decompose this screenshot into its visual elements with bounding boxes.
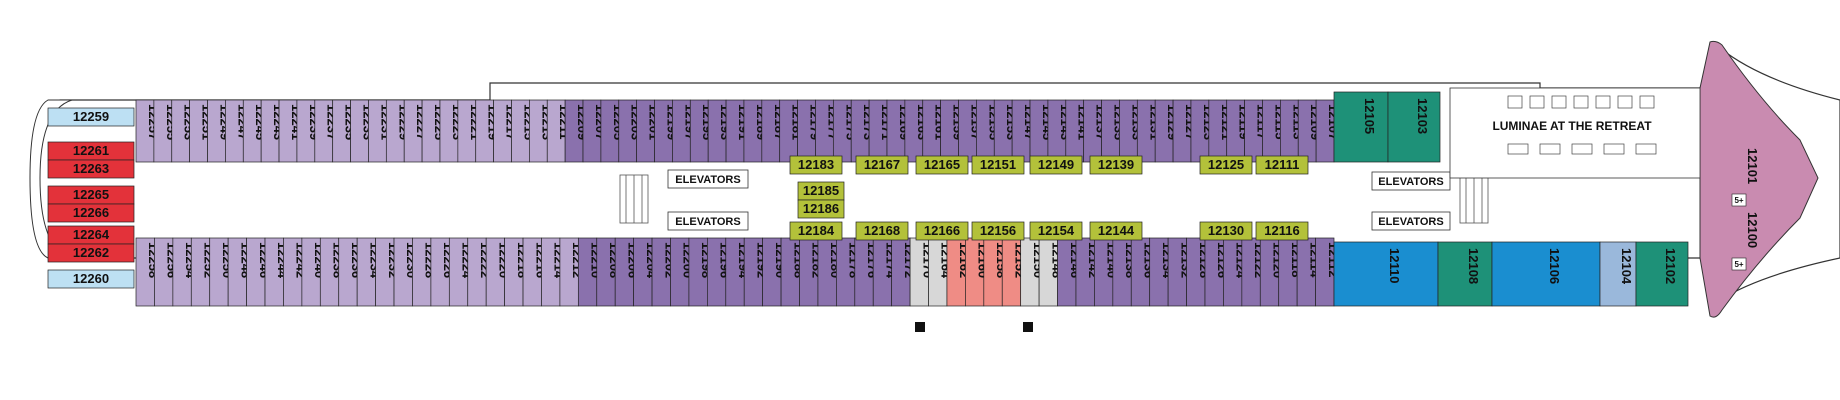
suite[interactable]: 12103: [1387, 91, 1441, 163]
stairs-icon: [619, 174, 649, 224]
inner-cabin[interactable]: 12111: [1255, 155, 1309, 175]
venue-label: LUMINAE AT THE RETREAT: [1492, 119, 1652, 133]
stern-cabin[interactable]: 12263: [47, 159, 135, 179]
elevator-bank-fwd-top: ELEVATORS: [1371, 171, 1451, 191]
inner-cabin[interactable]: 12151: [971, 155, 1025, 175]
cabin-bottom[interactable]: 12200: [670, 237, 696, 307]
suite-number: 12101: [1745, 148, 1760, 184]
elevator-label: ELEVATORS: [1378, 176, 1443, 188]
stern-cabin[interactable]: 12260: [47, 269, 135, 289]
stern-cabin[interactable]: 12265: [47, 185, 135, 205]
inner-cabin[interactable]: 12183: [789, 155, 843, 175]
inner-cabin[interactable]: 12165: [915, 155, 969, 175]
stern-cabin[interactable]: 12264: [47, 225, 135, 245]
suite-number: 12102: [1663, 248, 1678, 284]
elevator-bank-fwd-bottom: ELEVATORS: [1371, 211, 1451, 231]
elevator-bank-aft-bottom: ELEVATORS: [667, 211, 749, 231]
cabin-bottom[interactable]: 12190: [762, 237, 788, 307]
suite-badge: 5+: [1734, 260, 1743, 269]
cabin-number: 12185: [803, 183, 839, 198]
cabin-number: 12149: [1038, 157, 1074, 172]
cabin-number: 12266: [73, 205, 109, 220]
cabin-number: 12167: [864, 157, 900, 172]
cabin-number: 12144: [1098, 223, 1135, 238]
inner-cabin[interactable]: 12185: [797, 181, 845, 201]
suite-number: 12103: [1415, 98, 1430, 134]
cabin-number: 12111: [1265, 157, 1300, 172]
cabin-number: 12263: [73, 161, 109, 176]
suite[interactable]: 12105: [1333, 91, 1389, 163]
cabin-number: 12168: [864, 223, 900, 238]
suite[interactable]: 12102: [1635, 241, 1689, 307]
bow-suites-area: [1699, 40, 1819, 318]
cabin-number: 12184: [798, 223, 835, 238]
cabin-number: 12265: [73, 187, 109, 202]
inner-cabin[interactable]: 12186: [797, 199, 845, 219]
stern-cabin[interactable]: 12266: [47, 203, 135, 223]
inner-cabin[interactable]: 12166: [915, 221, 969, 241]
inner-cabin[interactable]: 12130: [1199, 221, 1253, 241]
suite-number: 12100: [1745, 212, 1760, 248]
anchor-marker: [1023, 322, 1033, 332]
cabin-number: 12259: [73, 109, 109, 124]
anchor-marker: [915, 322, 925, 332]
inner-cabin[interactable]: 12184: [789, 221, 843, 241]
suite[interactable]: 12110: [1333, 241, 1439, 307]
inner-cabin[interactable]: 12149: [1029, 155, 1083, 175]
cabin-number: 12154: [1038, 223, 1075, 238]
suite[interactable]: 12106: [1491, 241, 1601, 307]
elevator-bank-aft-top: ELEVATORS: [667, 169, 749, 189]
cabin-number: 12183: [798, 157, 834, 172]
cabin-number: 12130: [1208, 223, 1244, 238]
suite-number: 12106: [1547, 248, 1562, 284]
cabin-number: 12264: [73, 227, 110, 242]
cabin-bottom[interactable]: 12246: [246, 237, 272, 307]
cabin-number: 12125: [1208, 157, 1244, 172]
elevator-label: ELEVATORS: [1378, 216, 1443, 228]
stern-cabin[interactable]: 12259: [47, 107, 135, 127]
cabin-number: 12262: [73, 245, 109, 260]
cabin-bottom[interactable]: 12158: [983, 237, 1009, 307]
inner-cabin[interactable]: 12116: [1255, 221, 1309, 241]
inner-cabin[interactable]: 12156: [971, 221, 1025, 241]
luminae-venue: LUMINAE AT THE RETREAT: [1449, 87, 1701, 179]
cabin-number: 12260: [73, 271, 109, 286]
stern-cabin[interactable]: 12261: [47, 141, 135, 161]
cabin-number: 12156: [980, 223, 1016, 238]
inner-cabin[interactable]: 12125: [1199, 155, 1253, 175]
cabin-number: 12151: [980, 157, 1016, 172]
stern-cabin[interactable]: 12262: [47, 243, 135, 263]
cabin-number: 12186: [803, 201, 839, 216]
suite-badge: 5+: [1734, 196, 1743, 205]
elevator-label: ELEVATORS: [675, 174, 740, 186]
suite[interactable]: 12104: [1599, 241, 1637, 307]
cabin-top[interactable]: 12137: [1083, 99, 1109, 163]
inner-cabin[interactable]: 12168: [855, 221, 909, 241]
inner-cabin[interactable]: 12154: [1029, 221, 1083, 241]
bow-suite[interactable]: 12101 5+: [1731, 148, 1760, 207]
cabin-number: 12165: [924, 157, 960, 172]
bow-suite[interactable]: 12100 5+: [1731, 212, 1760, 271]
suite-number: 12108: [1466, 248, 1481, 284]
inner-cabin[interactable]: 12167: [855, 155, 909, 175]
cabin-top[interactable]: 12235: [332, 99, 358, 163]
inner-cabin[interactable]: 12144: [1089, 221, 1143, 241]
suite-number: 12104: [1619, 248, 1634, 285]
suite-number: 12105: [1362, 98, 1377, 134]
cabin-number: 12166: [924, 223, 960, 238]
suite-number: 12110: [1387, 248, 1402, 283]
suite[interactable]: 12108: [1437, 241, 1493, 307]
elevator-label: ELEVATORS: [675, 216, 740, 228]
cabin-number: 12116: [1264, 223, 1299, 238]
cabin-top[interactable]: 12223: [439, 99, 465, 163]
inner-cabin[interactable]: 12139: [1089, 155, 1143, 175]
cabin-number: 12139: [1098, 157, 1134, 172]
cabin-number: 12261: [73, 143, 109, 158]
